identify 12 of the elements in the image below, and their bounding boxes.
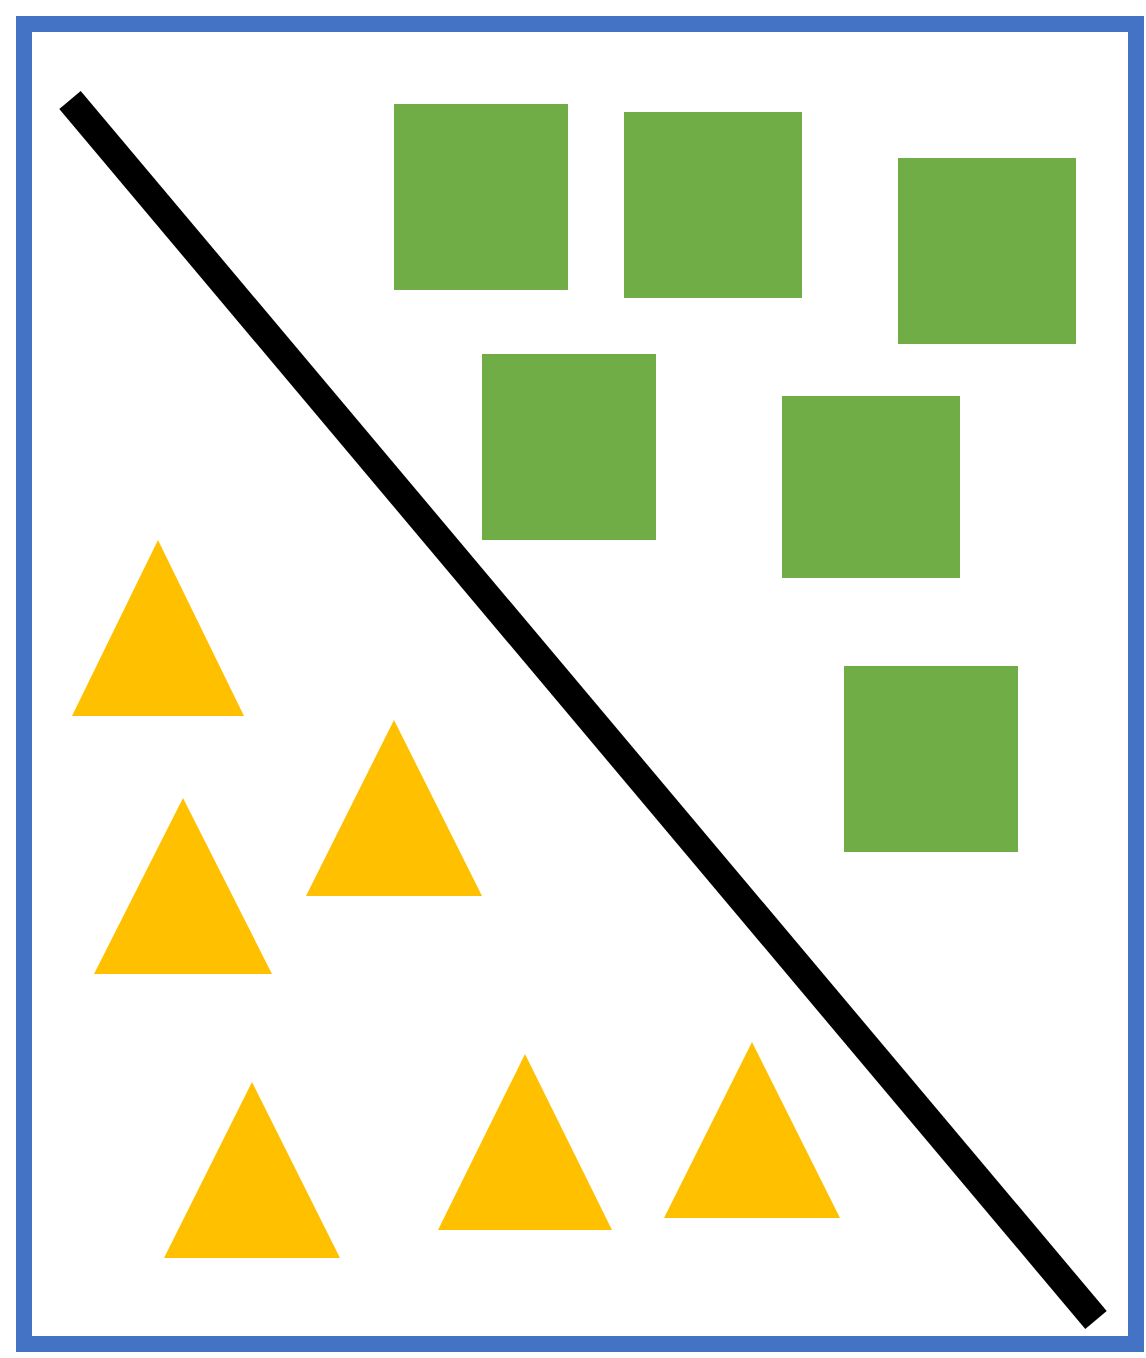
square [844, 666, 1018, 852]
triangle [94, 798, 272, 974]
triangle [438, 1054, 612, 1230]
square [624, 112, 802, 298]
square [394, 104, 568, 290]
triangle [164, 1082, 340, 1258]
square [782, 396, 960, 578]
square [482, 354, 656, 540]
triangle [306, 720, 482, 896]
square [898, 158, 1076, 344]
triangle [664, 1042, 840, 1218]
triangle [72, 540, 244, 716]
